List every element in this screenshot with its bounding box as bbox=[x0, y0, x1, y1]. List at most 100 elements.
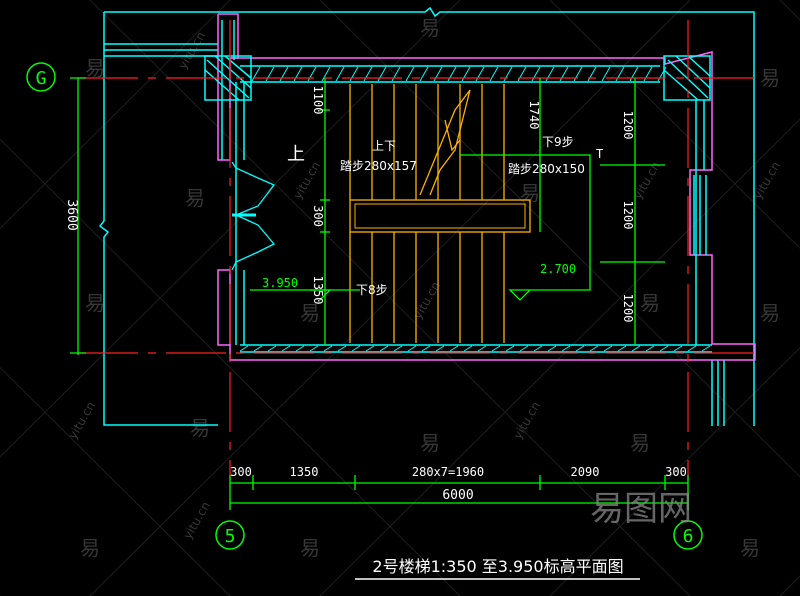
hatch-line bbox=[447, 66, 457, 82]
hatch-line bbox=[631, 345, 641, 352]
watermark-diagonal bbox=[549, 346, 800, 596]
hatch-line bbox=[407, 345, 417, 352]
hatch-line bbox=[461, 66, 471, 82]
watermark-url: yitu.cn bbox=[65, 399, 98, 441]
stair-right-label: 踏步280x150 bbox=[508, 162, 585, 176]
watermark-char: 易 bbox=[190, 416, 210, 440]
hatch-line bbox=[365, 345, 375, 352]
watermark-char: 易 bbox=[520, 181, 540, 205]
watermark-diagonal bbox=[779, 0, 800, 21]
dim-bottom-5: 300 bbox=[665, 465, 687, 479]
hatch-line bbox=[393, 345, 403, 352]
dim-mid-4: 1350 bbox=[311, 276, 325, 305]
dim-mid-2: 1740 bbox=[527, 101, 541, 130]
watermark-diagonal bbox=[0, 138, 461, 596]
hatch-line bbox=[519, 345, 529, 352]
hatch-line bbox=[309, 345, 319, 352]
hatch-line bbox=[659, 345, 669, 352]
drawing-title: 2号楼梯1:350 至3.950标高平面图 bbox=[372, 557, 623, 576]
hatch-line bbox=[363, 66, 373, 82]
stair-left-top: 上下 bbox=[372, 139, 396, 153]
watermark-url: yitu.cn bbox=[750, 159, 783, 201]
watermark-diagonal bbox=[89, 0, 691, 596]
hatch-line bbox=[251, 66, 261, 82]
hatch-line bbox=[307, 66, 317, 82]
dim-bottom-3: 280x7=1960 bbox=[412, 465, 484, 479]
watermark-char: 易 bbox=[760, 301, 780, 325]
axis-bubble-5: 5 bbox=[215, 520, 245, 550]
hatch-line bbox=[337, 345, 347, 352]
watermark-char: 易 bbox=[740, 536, 760, 560]
hatch-line bbox=[293, 66, 303, 82]
dim-left-total: 3600 bbox=[64, 199, 79, 230]
dim-right-1: 1200 bbox=[621, 111, 635, 140]
dim-bottom-1: 300 bbox=[230, 465, 252, 479]
watermark-char: 易 bbox=[420, 16, 440, 40]
hatch-line bbox=[573, 66, 583, 82]
axis-bubble-6: 6 bbox=[673, 520, 703, 550]
hatch-line bbox=[421, 345, 431, 352]
dim-right-3: 1200 bbox=[621, 294, 635, 323]
watermark-char: 易 bbox=[760, 66, 780, 90]
hatch-line bbox=[531, 66, 541, 82]
hatch-line bbox=[295, 345, 305, 352]
hatch-line bbox=[351, 345, 361, 352]
dim-bottom-total: 6000 bbox=[442, 488, 473, 503]
hatch-line bbox=[503, 66, 513, 82]
hatch-line bbox=[419, 66, 429, 82]
watermark-char: 易 bbox=[80, 536, 100, 560]
hatch-line bbox=[603, 345, 613, 352]
hatch-line bbox=[279, 66, 289, 82]
hatch-line bbox=[589, 345, 599, 352]
hatch-line bbox=[617, 345, 627, 352]
hatch-line bbox=[547, 345, 557, 352]
dim-bottom-4: 2090 bbox=[571, 465, 600, 479]
hatch-line bbox=[505, 345, 515, 352]
watermark-char: 易 bbox=[185, 186, 205, 210]
hatch-line bbox=[629, 66, 639, 82]
hatch-line bbox=[253, 345, 263, 352]
dimension-lines bbox=[70, 77, 689, 510]
watermark-char: 易 bbox=[300, 536, 320, 560]
stair-bottom-label: 下8步 bbox=[356, 283, 388, 297]
hatch-line bbox=[379, 345, 389, 352]
dim-right-2: 1200 bbox=[621, 201, 635, 230]
hatch-line bbox=[475, 66, 485, 82]
hatch-line bbox=[643, 66, 653, 82]
hatch-line bbox=[687, 345, 697, 352]
walls bbox=[217, 13, 756, 361]
watermark-char: 易 bbox=[630, 431, 650, 455]
watermark-char: 易 bbox=[640, 291, 660, 315]
hatch-line bbox=[587, 66, 597, 82]
watermark-url: yitu.cn bbox=[510, 399, 543, 441]
hatch-line bbox=[477, 345, 487, 352]
stair-left-label: 踏步280x157 bbox=[340, 159, 417, 173]
hatch-line bbox=[545, 66, 555, 82]
watermark-char: 易 bbox=[85, 56, 105, 80]
stair-small-t: T bbox=[596, 147, 603, 161]
watermark-url: yitu.cn bbox=[180, 499, 213, 541]
axis-lines bbox=[78, 20, 760, 480]
axis-bubble-g: G bbox=[26, 62, 56, 92]
dim-bottom-2: 1350 bbox=[290, 465, 319, 479]
watermark-diagonal bbox=[779, 575, 800, 596]
watermark-url: yitu.cn bbox=[290, 159, 323, 201]
dim-mid-3: 300 bbox=[311, 205, 325, 227]
hatch-line bbox=[645, 345, 655, 352]
hatch-line bbox=[267, 345, 277, 352]
stair-up-char: 上 bbox=[287, 144, 305, 165]
watermark-diagonal bbox=[319, 118, 800, 596]
stair-right-top: 下9步 bbox=[542, 135, 574, 149]
hatch-line bbox=[561, 345, 571, 352]
watermark-char: 易 bbox=[420, 431, 440, 455]
watermark-diagonal bbox=[549, 0, 800, 250]
hatch-line bbox=[281, 345, 291, 352]
watermark-logo: 易图网 bbox=[590, 489, 692, 529]
hatch-line bbox=[533, 345, 543, 352]
hatch-line bbox=[601, 66, 611, 82]
level-left: 3.950 bbox=[262, 276, 298, 290]
hatch-line bbox=[239, 345, 249, 352]
hatch-line bbox=[323, 345, 333, 352]
stair-flights bbox=[349, 84, 531, 343]
hatch-line bbox=[349, 66, 359, 82]
